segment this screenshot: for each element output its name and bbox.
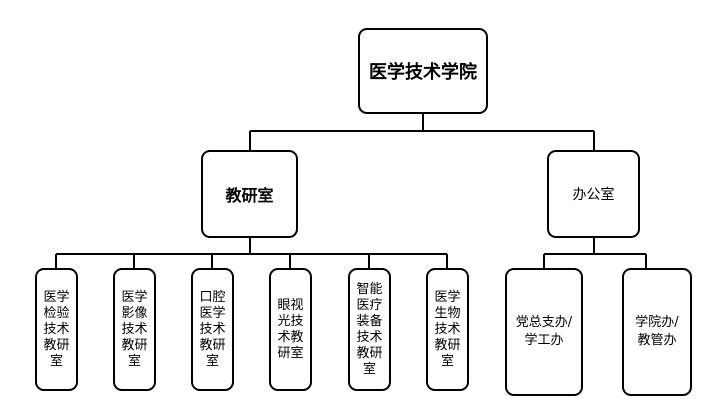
node-teaching-unit-label: 口腔医学技术教研室: [199, 289, 226, 369]
node-college: 医学技术学院: [358, 28, 488, 114]
node-college-label: 医学技术学院: [369, 62, 477, 83]
node-teaching-unit-6: 医学生物技术教研室: [426, 268, 469, 391]
node-teaching-office: 教研室: [201, 150, 298, 238]
node-office-unit-label: 学院办/教管办: [635, 315, 679, 348]
node-teaching-unit-label: 医学影像技术教研室: [121, 289, 148, 369]
node-teaching-unit-2: 医学影像技术教研室: [113, 268, 156, 391]
node-teaching-unit-4: 眼视光技术教研室: [269, 268, 312, 391]
node-office-unit-2: 学院办/教管办: [622, 268, 692, 396]
node-teaching-unit-label: 智能医疗装备技术教研室: [356, 281, 383, 377]
node-teaching-unit-label: 医学检验技术教研室: [43, 289, 70, 369]
node-admin-office-label: 办公室: [572, 187, 615, 203]
node-teaching-unit-label: 眼视光技术教研室: [277, 297, 304, 361]
node-teaching-unit-5: 智能医疗装备技术教研室: [348, 268, 391, 391]
node-admin-office: 办公室: [547, 150, 640, 238]
node-office-unit-1: 党总支办/学工办: [505, 268, 583, 396]
node-teaching-office-label: 教研室: [225, 186, 274, 205]
node-teaching-unit-3: 口腔医学技术教研室: [191, 268, 234, 391]
node-office-unit-label: 党总支办/学工办: [515, 315, 573, 348]
node-teaching-unit-label: 医学生物技术教研室: [434, 289, 461, 369]
node-teaching-unit-1: 医学检验技术教研室: [35, 268, 78, 391]
